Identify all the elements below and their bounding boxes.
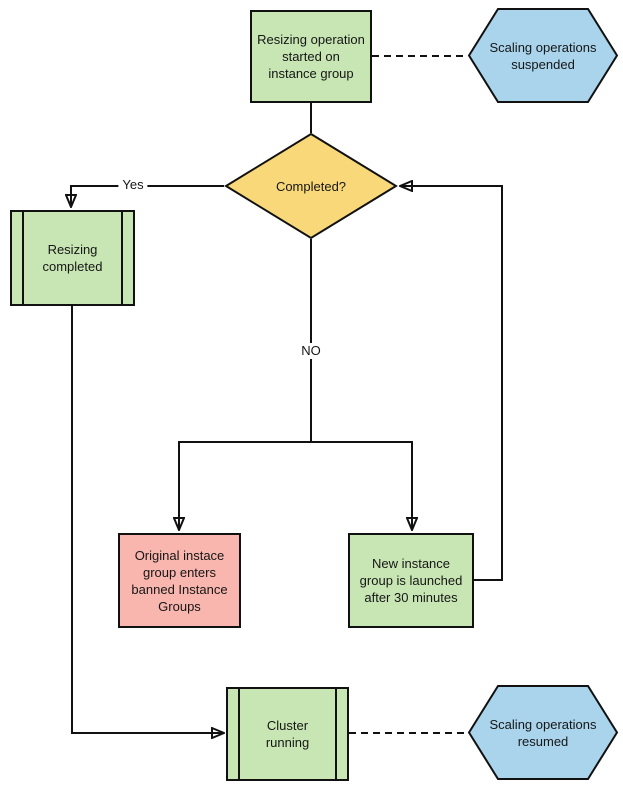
flowchart-node-banned: Original instace group enters banned Ins… (118, 533, 241, 628)
hexagon-polygon (467, 8, 619, 103)
flowchart-node-resizing-completed: Resizing completed (10, 210, 135, 306)
hexagon-shape (467, 685, 619, 780)
connector-no-branch-right (311, 441, 412, 530)
node-decision-label: Completed? (275, 178, 347, 194)
node-cluster-label: Cluster running (265, 718, 310, 750)
process-shape (348, 533, 474, 628)
flowchart-node-new-group: New instance group is launched after 30 … (348, 533, 474, 628)
connector-loop-back-to-decision (400, 186, 503, 581)
node-new-group-label: New instance group is launched after 30 … (359, 556, 463, 605)
predefined-process-shape (10, 210, 135, 306)
process-shape (118, 533, 241, 628)
node-resumed-label: Scaling operations resumed (489, 716, 597, 749)
decision-diamond-polygon (224, 132, 398, 240)
connector-to-cluster (71, 306, 224, 733)
flowchart-node-start: Resizing operation started on instance g… (250, 10, 372, 103)
process-rect (118, 533, 241, 628)
hexagon-polygon (467, 685, 619, 780)
edge-label-yes: Yes (118, 177, 148, 193)
node-suspended-label: Scaling operations suspended (489, 39, 597, 72)
predefined-process-rect (10, 210, 135, 306)
process-rect (250, 10, 372, 103)
flowchart-node-suspended: Scaling operations suspended (467, 8, 619, 103)
predefined-process-rect (226, 687, 349, 781)
flowchart-node-resumed: Scaling operations resumed (467, 685, 619, 780)
flowchart-node-decision: Completed? (224, 132, 398, 240)
flowchart-node-cluster: Cluster running (226, 687, 349, 781)
edge-label-no: NO (297, 343, 325, 359)
connector-no-branch-left (179, 239, 312, 530)
node-start-label: Resizing operation started on instance g… (257, 32, 365, 81)
hexagon-shape (467, 8, 619, 103)
process-shape (250, 10, 372, 103)
node-resizing-completed-label: Resizing completed (42, 242, 103, 274)
decision-diamond-shape (224, 132, 398, 240)
process-rect (348, 533, 474, 628)
node-banned-label: Original instace group enters banned Ins… (131, 547, 228, 614)
predefined-process-shape (226, 687, 349, 781)
connector-yes-branch (71, 185, 224, 207)
